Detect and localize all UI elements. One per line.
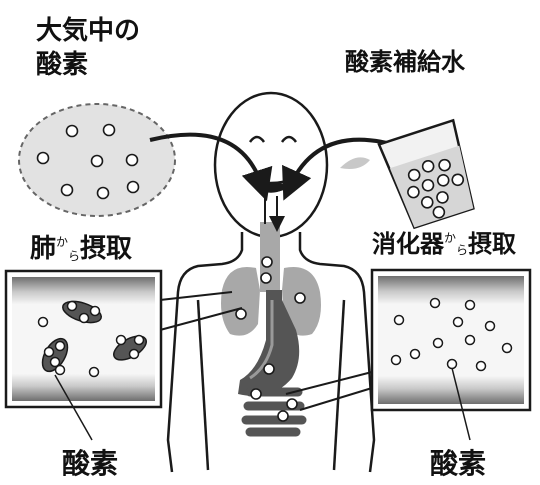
digestive-intake-ka: か	[444, 231, 456, 245]
lung-intake-main: 肺	[30, 234, 56, 264]
oxygen-water-label: 酸素補給水	[345, 50, 465, 74]
oxygen-label-left: 酸素	[62, 450, 118, 478]
oxygen-label-right: 酸素	[430, 450, 486, 478]
water-drop-icon	[340, 157, 370, 169]
air-cloud	[19, 104, 175, 216]
lung-intake-ka: か	[56, 235, 68, 249]
digestive-intake-label: 消化器から摂取	[372, 232, 516, 256]
digestive-intake-ra: ら	[456, 243, 468, 257]
digestive-intake-verb: 摂取	[468, 230, 516, 258]
head-face	[215, 93, 327, 237]
lung-intake-ra: ら	[68, 249, 80, 263]
lung-vessel-zoom	[6, 271, 242, 440]
air-oxygen-label-line2: 酸素	[36, 52, 88, 78]
lung-intake-verb: 摂取	[80, 234, 132, 264]
water-glass-icon	[340, 120, 481, 230]
digestive-intake-main: 消化器	[372, 230, 444, 258]
air-oxygen-label-line1: 大気中の	[36, 18, 140, 44]
lung-intake-label: 肺から摂取	[30, 236, 132, 262]
digestive-vessel-zoom	[286, 270, 530, 440]
